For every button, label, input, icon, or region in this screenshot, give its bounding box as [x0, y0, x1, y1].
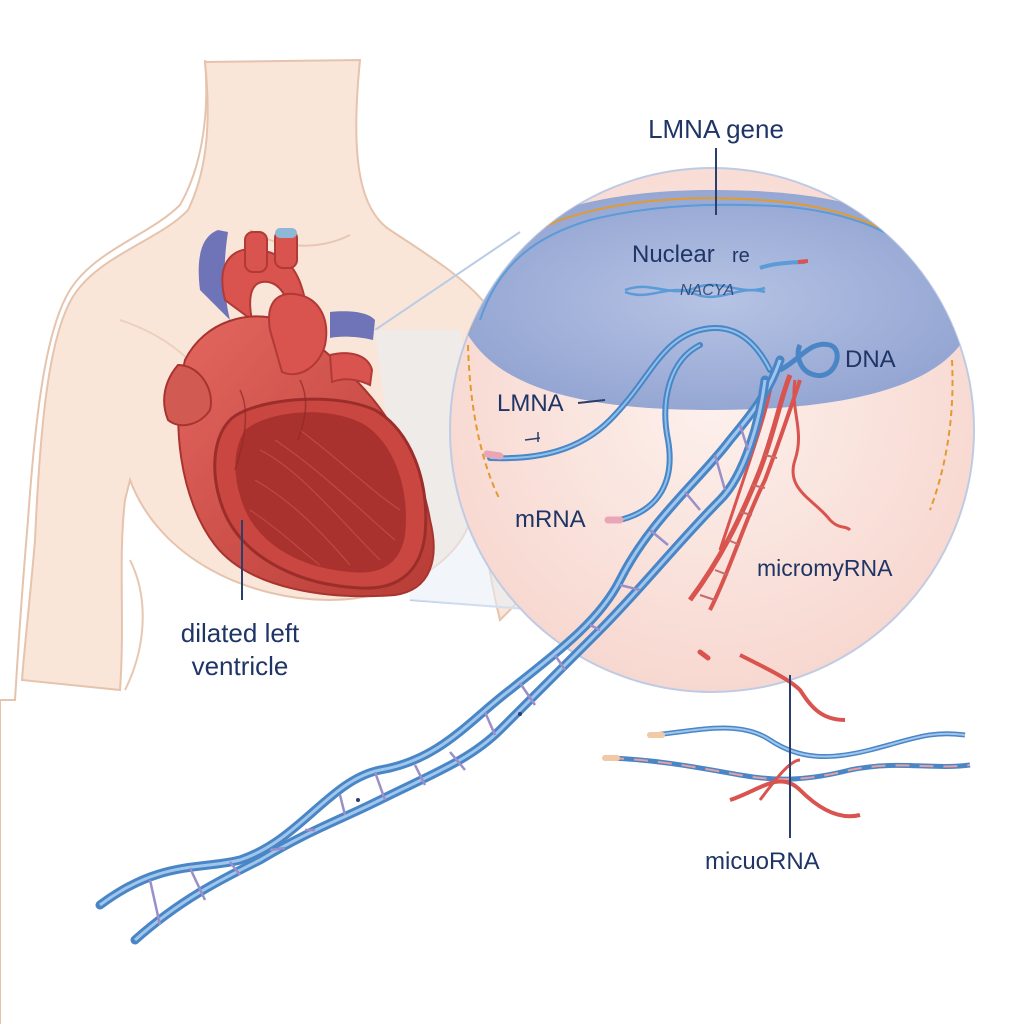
label-dna: DNA	[845, 346, 896, 373]
lmna-tick	[524, 432, 541, 442]
label-nuclear: Nuclear	[632, 241, 715, 268]
label-micuorna: micuoRNA	[705, 848, 820, 875]
label-lmna: LMNA	[497, 390, 564, 417]
label-micromyrna: micromyRNA	[757, 555, 893, 581]
microrna-strands	[602, 649, 971, 819]
label-ventricle-line2: ventricle	[192, 651, 289, 681]
label-lmna-gene: LMNA gene	[648, 114, 784, 144]
cell-magnified-view	[449, 167, 975, 693]
mrna-strand	[483, 325, 840, 524]
red-rna-strands	[718, 364, 852, 551]
nucleus	[455, 190, 974, 410]
dna-helix	[95, 355, 802, 945]
heart-illustration	[163, 228, 435, 598]
lmna-pointer	[577, 399, 606, 404]
label-mrna: mRNA	[515, 506, 586, 533]
label-nuclear-garbled: NACYA	[680, 282, 734, 299]
label-nuclear-suffix: re	[732, 245, 750, 267]
label-ventricle-line1: dilated left	[181, 618, 300, 648]
